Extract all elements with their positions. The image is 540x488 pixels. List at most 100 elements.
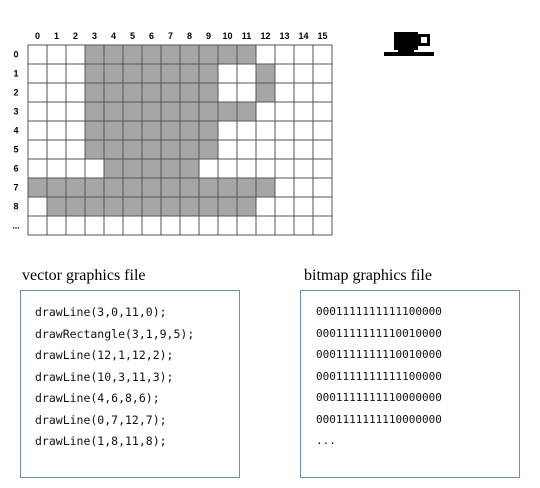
grid-cell-empty bbox=[27, 158, 48, 179]
grid-cell-filled bbox=[198, 139, 219, 160]
grid-cell-filled bbox=[65, 196, 86, 217]
grid-cell-filled bbox=[103, 158, 124, 179]
grid-cell-empty bbox=[293, 215, 314, 236]
grid-cell-empty bbox=[198, 158, 219, 179]
bitmap-code-line: 0001111111110010000 bbox=[316, 327, 442, 340]
grid-cell-empty bbox=[103, 215, 124, 236]
bitmap-code-line: 0001111111110000000 bbox=[316, 413, 442, 426]
grid-cell-empty bbox=[255, 158, 276, 179]
column-label: 8 bbox=[187, 31, 192, 41]
row-label: 3 bbox=[13, 107, 18, 117]
grid-cell-filled bbox=[236, 44, 257, 65]
column-label: 0 bbox=[35, 31, 40, 41]
grid-cell-filled bbox=[160, 158, 181, 179]
grid-cell-filled bbox=[103, 139, 124, 160]
grid-cell-empty bbox=[217, 63, 238, 84]
grid-cell-filled bbox=[84, 44, 105, 65]
grid-cell-filled bbox=[122, 82, 143, 103]
grid-cell-filled bbox=[236, 196, 257, 217]
grid-cell-filled bbox=[141, 177, 162, 198]
grid-cell-filled bbox=[236, 177, 257, 198]
grid-cell-empty bbox=[84, 158, 105, 179]
grid-cell-empty bbox=[84, 215, 105, 236]
grid-cell-empty bbox=[293, 63, 314, 84]
grid-cell-empty bbox=[27, 196, 48, 217]
grid-cell-filled bbox=[160, 139, 181, 160]
grid-cell-empty bbox=[65, 120, 86, 141]
grid-cell-filled bbox=[198, 196, 219, 217]
grid-cell-empty bbox=[293, 120, 314, 141]
grid-cell-empty bbox=[46, 44, 67, 65]
grid-cell-filled bbox=[141, 158, 162, 179]
grid-cell-filled bbox=[179, 101, 200, 122]
grid-cell-empty bbox=[65, 139, 86, 160]
grid-cell-filled bbox=[141, 196, 162, 217]
grid-cell-empty bbox=[293, 44, 314, 65]
grid-cell-empty bbox=[65, 82, 86, 103]
column-label: 6 bbox=[149, 31, 154, 41]
grid-cell-empty bbox=[27, 101, 48, 122]
grid-cell-empty bbox=[65, 44, 86, 65]
bitmap-graphics-caption: bitmap graphics file bbox=[304, 267, 432, 284]
grid-cell-empty bbox=[293, 177, 314, 198]
coffee-cup-icon bbox=[384, 32, 434, 56]
grid-cell-empty bbox=[65, 101, 86, 122]
grid-cell-filled bbox=[160, 196, 181, 217]
vector-graphics-caption: vector graphics file bbox=[22, 267, 146, 284]
grid-cell-filled bbox=[255, 82, 276, 103]
grid-cell-filled bbox=[84, 63, 105, 84]
bitmap-code-line: 0001111111110000000 bbox=[316, 391, 442, 404]
grid-cell-empty bbox=[293, 196, 314, 217]
grid-cell-filled bbox=[103, 196, 124, 217]
grid-cell-empty bbox=[293, 139, 314, 160]
grid-cell-filled bbox=[198, 177, 219, 198]
bitmap-code-line: 0001111111110010000 bbox=[316, 348, 442, 361]
grid-cell-filled bbox=[84, 177, 105, 198]
grid-cell-empty bbox=[65, 158, 86, 179]
grid-cell-filled bbox=[84, 196, 105, 217]
grid-cell-empty bbox=[46, 139, 67, 160]
grid-cell-filled bbox=[179, 158, 200, 179]
grid-cell-empty bbox=[46, 101, 67, 122]
grid-cell-empty bbox=[27, 82, 48, 103]
grid-cell-filled bbox=[198, 101, 219, 122]
grid-cell-empty bbox=[46, 120, 67, 141]
grid-cell-empty bbox=[217, 120, 238, 141]
bitmap-code-line: 0001111111111100000 bbox=[316, 305, 442, 318]
grid-cell-empty bbox=[236, 139, 257, 160]
grid-cell-filled bbox=[103, 120, 124, 141]
vector-code-line: drawLine(1,8,11,8); bbox=[35, 434, 167, 448]
grid-cell-empty bbox=[274, 120, 295, 141]
grid-cell-empty bbox=[312, 82, 333, 103]
column-label: 2 bbox=[73, 31, 78, 41]
grid-cell-filled bbox=[122, 120, 143, 141]
grid-cell-empty bbox=[46, 82, 67, 103]
column-label: 12 bbox=[260, 31, 270, 41]
grid-cell-filled bbox=[103, 63, 124, 84]
grid-cell-filled bbox=[179, 139, 200, 160]
grid-cell-filled bbox=[122, 63, 143, 84]
row-label: 0 bbox=[13, 50, 18, 60]
grid-cell-empty bbox=[274, 101, 295, 122]
grid-cell-filled bbox=[217, 177, 238, 198]
vector-code-line: drawLine(3,0,11,0); bbox=[35, 305, 167, 319]
grid-cell-filled bbox=[46, 196, 67, 217]
grid-cell-empty bbox=[236, 120, 257, 141]
grid-cell-filled bbox=[179, 44, 200, 65]
row-label: 7 bbox=[13, 183, 18, 193]
grid-cell-filled bbox=[141, 63, 162, 84]
grid-cell-filled bbox=[141, 139, 162, 160]
column-label: 1 bbox=[54, 31, 59, 41]
grid-cell-empty bbox=[179, 215, 200, 236]
row-label: 8 bbox=[13, 202, 18, 212]
grid-cell-empty bbox=[274, 158, 295, 179]
grid-cell-filled bbox=[198, 82, 219, 103]
grid-cell-filled bbox=[160, 82, 181, 103]
grid-cell-empty bbox=[312, 196, 333, 217]
grid-cell-empty bbox=[217, 139, 238, 160]
bitmap-code-box: 0001111111111100000 0001111111110010000 … bbox=[300, 290, 520, 478]
row-label: 1 bbox=[13, 69, 18, 79]
grid-cell-empty bbox=[312, 177, 333, 198]
column-label: 13 bbox=[279, 31, 289, 41]
